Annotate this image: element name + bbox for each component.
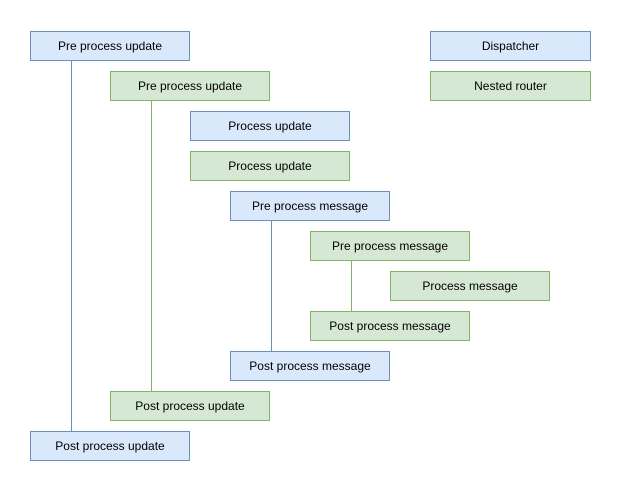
node-post-process-update-router: Post process update bbox=[110, 391, 270, 421]
node-label: Pre process message bbox=[251, 199, 369, 213]
node-pre-process-update-router: Pre process update bbox=[110, 71, 270, 101]
node-label: Post process update bbox=[135, 399, 245, 413]
legend-dispatcher: Dispatcher bbox=[430, 31, 591, 61]
legend-label: Dispatcher bbox=[481, 39, 540, 53]
node-label: Process update bbox=[228, 159, 312, 173]
connector-dispatcher-update bbox=[71, 61, 72, 431]
node-label: Process message bbox=[422, 279, 518, 293]
node-pre-process-message-dispatcher: Pre process message bbox=[230, 191, 390, 221]
node-label: Post process update bbox=[55, 439, 165, 453]
legend-label: Nested router bbox=[474, 79, 547, 93]
node-process-message-router: Process message bbox=[390, 271, 550, 301]
node-post-process-update-dispatcher: Post process update bbox=[30, 431, 190, 461]
node-label: Post process message bbox=[249, 359, 371, 373]
connector-dispatcher-message bbox=[271, 221, 272, 351]
node-pre-process-message-router: Pre process message bbox=[310, 231, 470, 261]
node-label: Process update bbox=[228, 119, 312, 133]
node-pre-process-update-dispatcher: Pre process update bbox=[30, 31, 190, 61]
connector-router-update bbox=[151, 101, 152, 391]
node-label: Post process message bbox=[329, 319, 451, 333]
node-post-process-message-router: Post process message bbox=[310, 311, 470, 341]
legend-nested-router: Nested router bbox=[430, 71, 591, 101]
node-label: Pre process update bbox=[57, 39, 163, 53]
node-process-update-router: Process update bbox=[190, 151, 350, 181]
node-process-update-dispatcher: Process update bbox=[190, 111, 350, 141]
connector-router-message bbox=[351, 261, 352, 311]
node-post-process-message-dispatcher: Post process message bbox=[230, 351, 390, 381]
node-label: Pre process message bbox=[331, 239, 449, 253]
node-label: Pre process update bbox=[137, 79, 243, 93]
